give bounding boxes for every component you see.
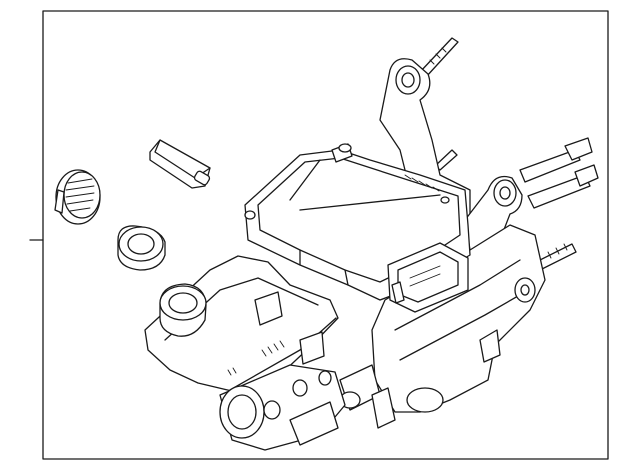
- clevis-rods: [519, 137, 599, 271]
- reservoir-cap: [159, 283, 207, 337]
- frame-box: [42, 10, 609, 460]
- booster-pump-body: [339, 224, 546, 429]
- dust-cap: [54, 169, 101, 225]
- master-cylinder: [219, 364, 346, 451]
- electrical-connector: [387, 242, 469, 313]
- plug-seal: [149, 139, 211, 189]
- grommet: [117, 225, 166, 271]
